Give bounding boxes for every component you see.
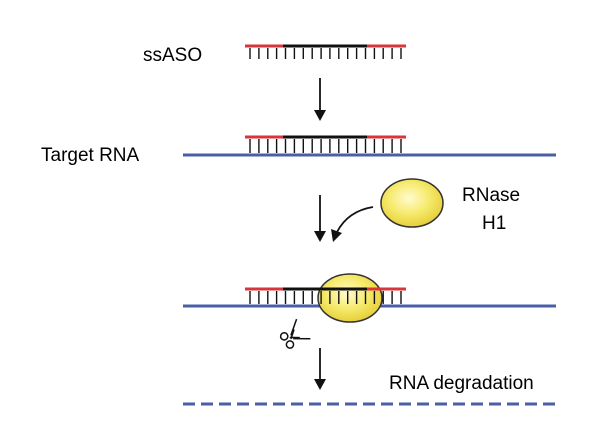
recruit-arrow [331,206,374,242]
ssaso-label: ssASO [143,45,202,66]
complex-bases [249,291,402,304]
arrow-down-1 [314,78,326,121]
arrow-down-3 [314,348,326,390]
aso-rna-complex [245,287,406,304]
rnase-label-line2: H1 [482,213,506,234]
ssaso-strand [245,44,406,59]
scissors-icon [279,318,311,349]
target-rna-label: Target RNA [41,145,140,166]
aso-rna-duplex [245,135,406,153]
rnase-h1-bound [317,273,383,323]
duplex-bases [249,139,402,153]
rna-degradation-label: RNA degradation [389,373,534,394]
rnase-h1-enzyme [380,178,444,228]
rnase-label-line1: RNase [462,185,520,206]
ssaso-bases [249,48,402,59]
arrow-down-2 [314,195,326,242]
